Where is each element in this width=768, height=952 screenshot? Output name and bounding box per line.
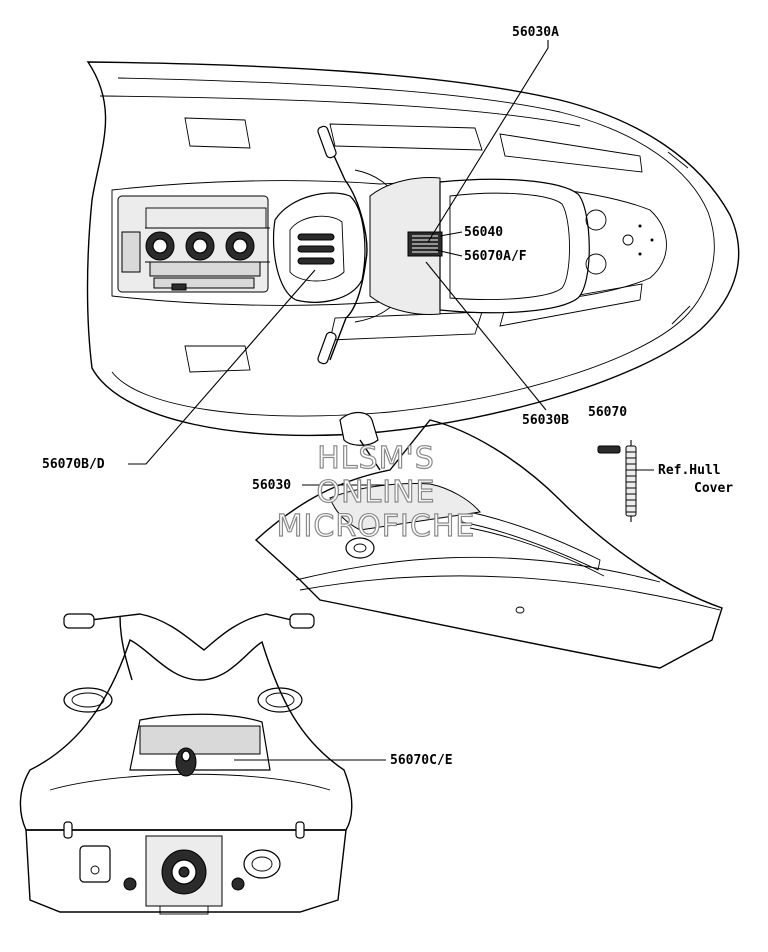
decal-56070-strip-detail <box>597 440 637 522</box>
callout-56070AF: 56070A/F <box>464 249 527 264</box>
watermark: HLSM'S ONLINE MICROFICHE <box>276 440 476 544</box>
top-view-storage-hatch <box>407 178 654 314</box>
callout-56070: 56070 <box>588 405 627 420</box>
callout-ref-hull: Ref.Hull <box>658 463 721 478</box>
top-view-seat-console <box>272 125 441 365</box>
callout-56070BD: 56070B/D <box>42 457 105 472</box>
top-view-engine <box>117 195 270 293</box>
callout-ref-hull-cover: Cover <box>694 481 733 496</box>
watermark-line-2: ONLINE <box>316 475 435 510</box>
top-view-hull <box>86 61 740 437</box>
callout-56030B: 56030B <box>522 413 569 428</box>
callout-56070CE: 56070C/E <box>390 753 453 768</box>
callout-56040: 56040 <box>464 225 503 240</box>
watermark-line-3: MICROFICHE <box>277 509 476 544</box>
watermark-line-1: HLSM'S <box>317 441 435 476</box>
leader-lines <box>128 40 654 761</box>
callout-labels: 56030A 56040 56070A/F 56030B 56070B/D 56… <box>42 25 733 768</box>
side-view-hull <box>254 411 723 669</box>
rear-view-hull <box>19 613 353 915</box>
callout-56030A: 56030A <box>512 25 559 40</box>
callout-56030: 56030 <box>252 478 291 493</box>
